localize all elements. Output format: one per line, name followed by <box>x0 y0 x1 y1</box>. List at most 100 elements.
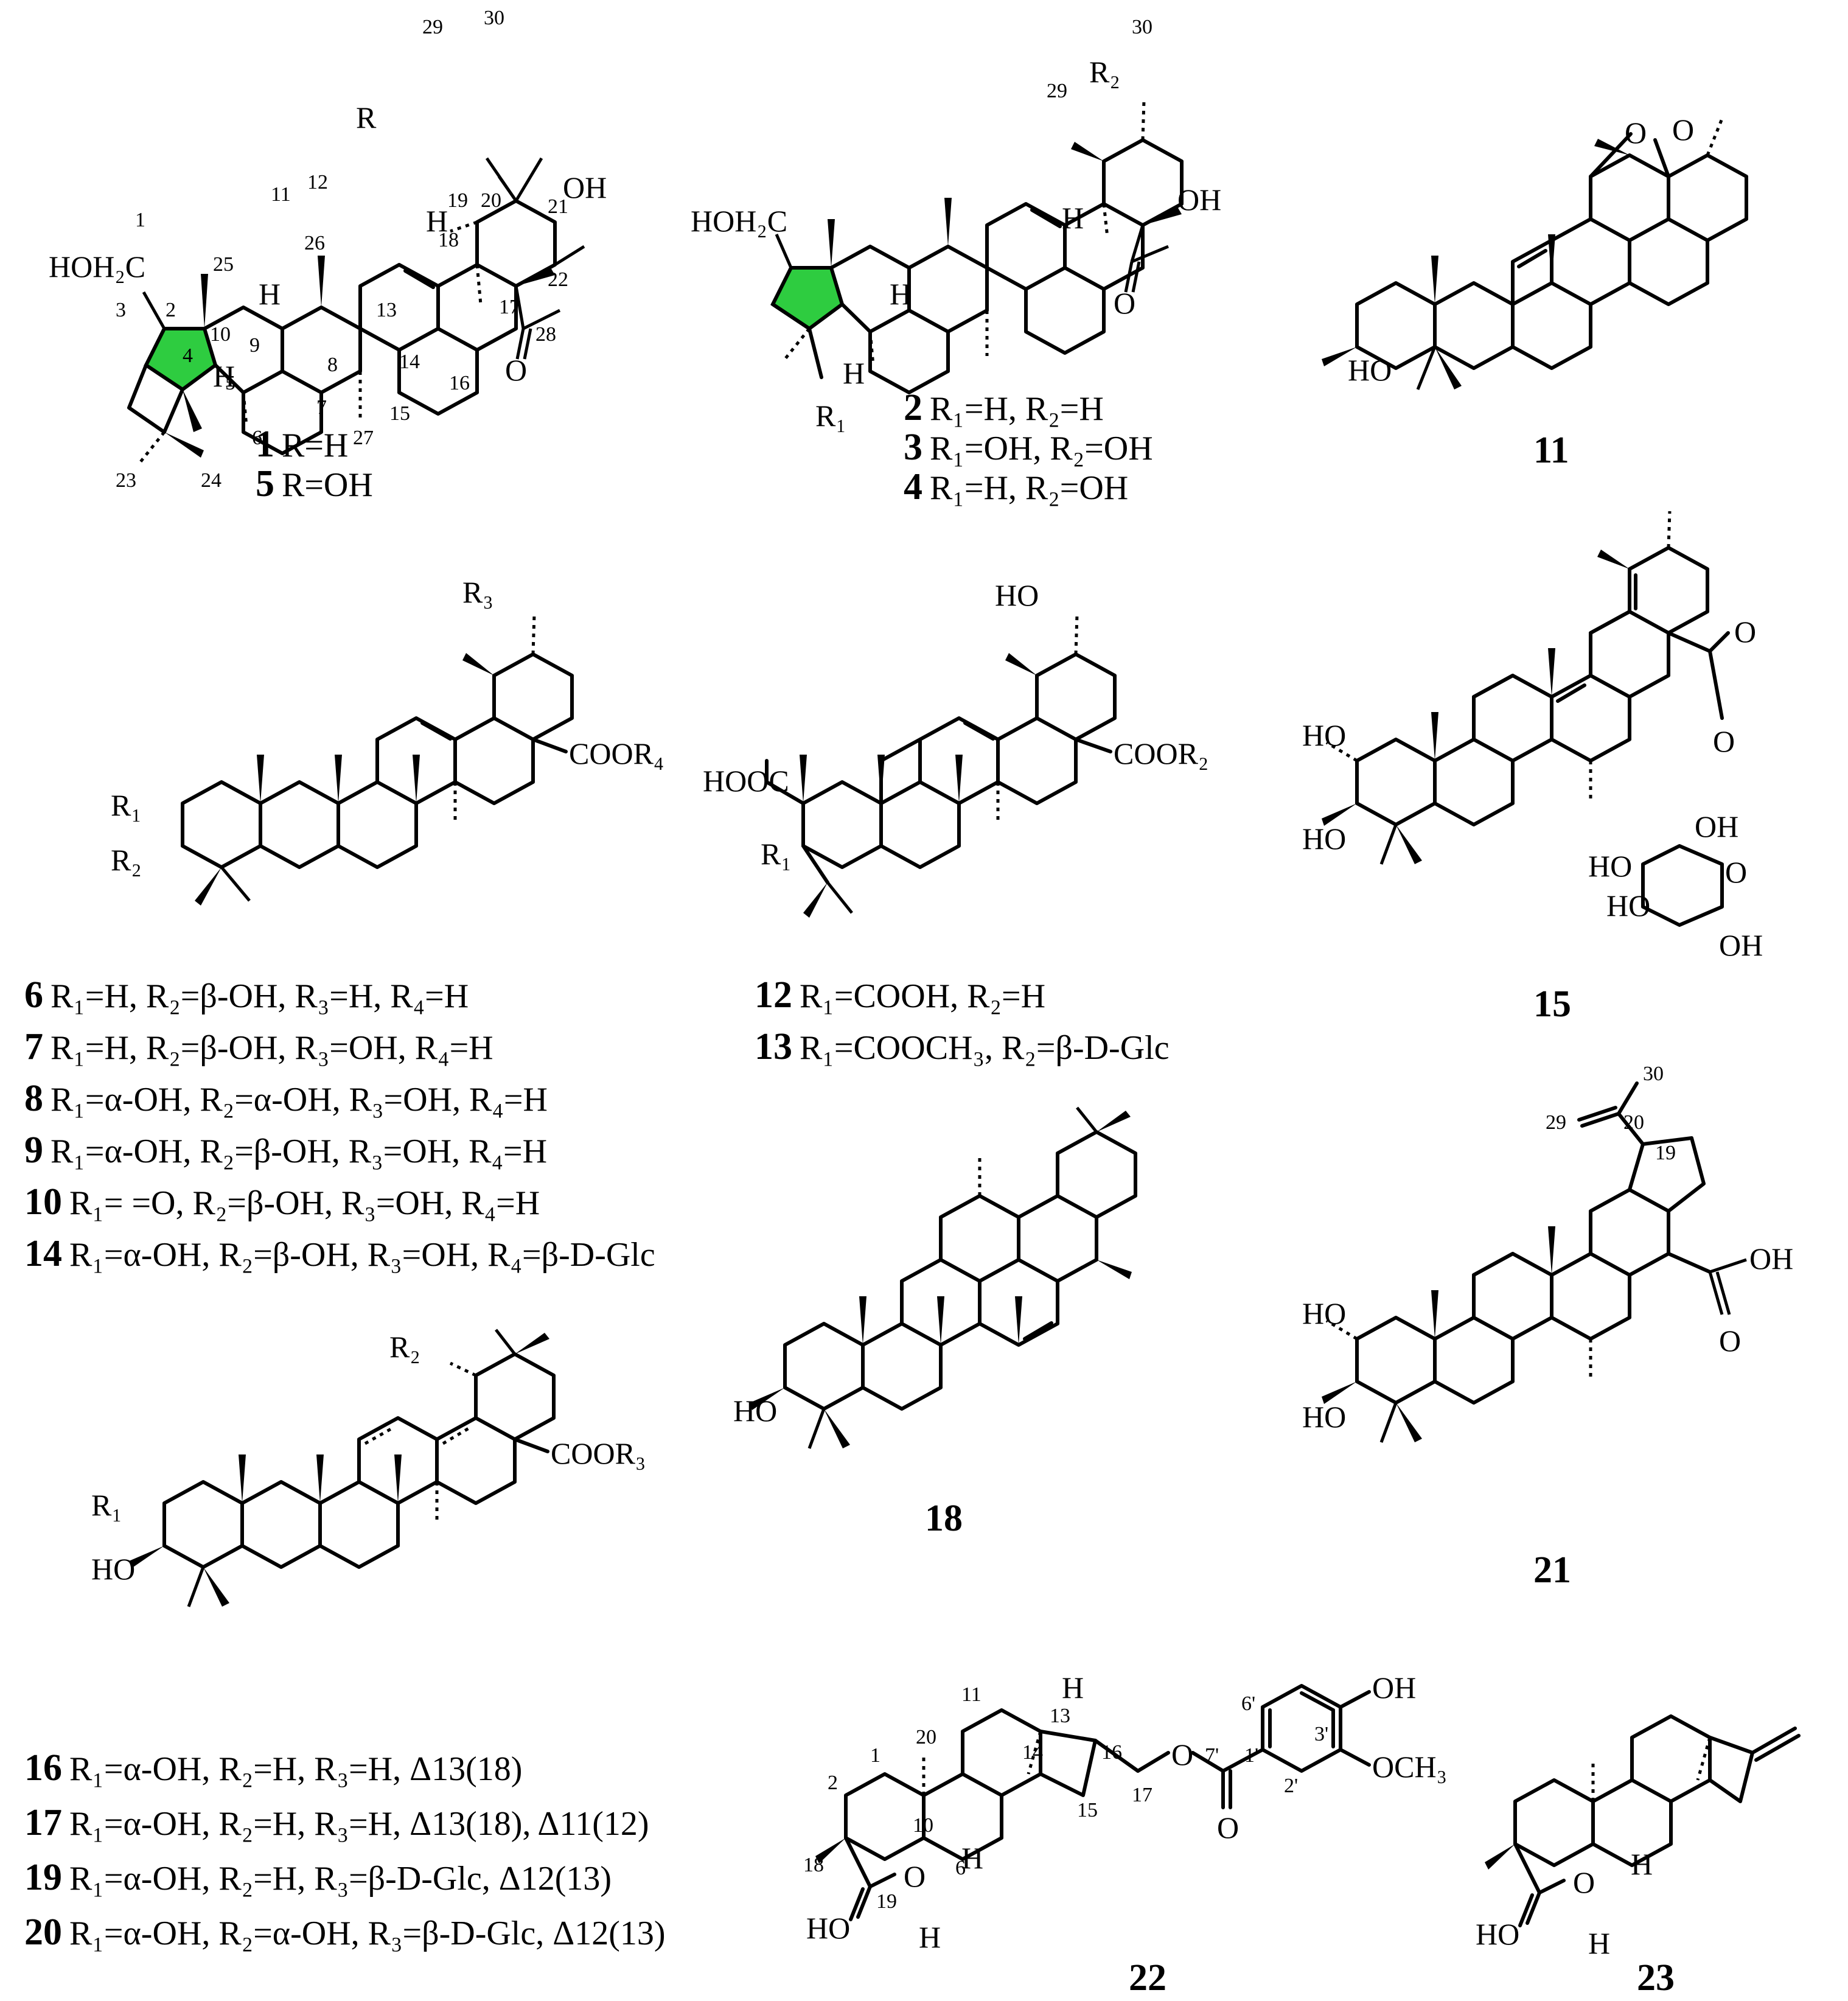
ring-a-highlight <box>144 327 218 392</box>
sub-oh: OH <box>1719 928 1763 962</box>
compound-number: 5 <box>256 463 274 505</box>
sub-o: O <box>1725 855 1747 889</box>
atom-24: 24 <box>201 469 221 492</box>
caption-text: R₁=α-OH, R₂=β-OH, R₃=OH, R₄=H <box>51 1133 547 1170</box>
atom-2: 2 <box>828 1772 838 1794</box>
structure-22: HO O O O OH OCH₃ 1 2 6 10 11 13 14 15 16… <box>803 1671 1447 1999</box>
atom-10: 10 <box>210 323 231 346</box>
atom-17: 17 <box>499 296 520 318</box>
caption-line: 22 <box>1129 1957 1166 1999</box>
h-label: H <box>1062 201 1084 235</box>
sub-o: O <box>1217 1811 1239 1845</box>
sub-hoh2c: HOH₂C <box>691 204 787 238</box>
atom-8: 8 <box>327 354 338 376</box>
h-label: H <box>259 277 281 311</box>
caption-text: R₁=α-OH, R₂=α-OH, R₃=β-D-Glc, Δ12(13) <box>69 1915 666 1952</box>
compound-number: 6 <box>24 974 43 1016</box>
compound-number: 11 <box>1533 430 1569 471</box>
h-label: H <box>426 204 448 238</box>
compound-number: 1 <box>256 424 274 465</box>
atom-20: 20 <box>481 189 501 212</box>
sub-ho: HO <box>1302 1296 1346 1330</box>
caption-line: 15 <box>1533 983 1571 1025</box>
atom-20: 20 <box>916 1726 936 1748</box>
atom-15: 15 <box>389 402 410 425</box>
compound-number: 12 <box>755 974 792 1016</box>
sub-o: O <box>505 353 527 387</box>
sub-o: O <box>1625 116 1647 150</box>
caption-line: 21 <box>1533 1549 1571 1591</box>
compound-number: 16 <box>24 1747 62 1789</box>
sub-o: O <box>1171 1737 1193 1772</box>
atom-27: 27 <box>353 427 374 449</box>
atom-15: 15 <box>1077 1799 1098 1821</box>
compound-number: 10 <box>24 1181 62 1223</box>
atom-6: 6 <box>252 427 262 449</box>
atom-1: 1 <box>135 209 145 231</box>
sub-ho: HO <box>1348 353 1392 387</box>
caption-text: R₁=COOH, R₂=H <box>800 977 1045 1015</box>
atom-14: 14 <box>1022 1741 1043 1764</box>
compound-number: 8 <box>24 1078 43 1119</box>
sub-r1: R₁ <box>815 399 846 433</box>
caption-line: 23 <box>1637 1957 1675 1999</box>
compound-number: 23 <box>1637 1957 1675 1999</box>
caption-text: R₁=α-OH, R₂=β-OH, R₃=OH, R₄=β-D-Glc <box>69 1236 655 1274</box>
atom-20: 20 <box>1623 1111 1644 1134</box>
atom-29: 29 <box>1047 80 1067 102</box>
h-label: H <box>1631 1847 1653 1881</box>
atom-22: 22 <box>548 268 568 291</box>
caption-text: R₁=H, R₂=β-OH, R₃=H, R₄=H <box>51 977 469 1015</box>
compound-number: 21 <box>1533 1549 1571 1591</box>
atom-29: 29 <box>422 16 443 38</box>
compound-number: 22 <box>1129 1957 1166 1999</box>
sub-r2: R₂ <box>1089 55 1120 89</box>
sub-coor2: COOR₂ <box>1114 736 1208 770</box>
atom-30: 30 <box>1643 1063 1664 1085</box>
structure-11: HO O O 11 <box>1322 113 1748 471</box>
h-label: H <box>843 356 865 390</box>
structure-23: HO O H H 23 <box>1476 1714 1801 1999</box>
sub-ho: HO <box>1476 1917 1519 1951</box>
atom-14: 14 <box>399 351 420 373</box>
atom-10: 10 <box>913 1814 933 1837</box>
atom-3prime: 3' <box>1314 1723 1328 1745</box>
structure-15: HO HO O O OH HO HO O OH 15 <box>1302 511 1763 1025</box>
sub-ho: HO <box>91 1552 135 1586</box>
caption-text: R₁=α-OH, R₂=H, R₃=H, Δ13(18) <box>69 1750 522 1788</box>
sub-oh: OH <box>1749 1241 1793 1276</box>
caption-text: R₁= =O, R₂=β-OH, R₃=OH, R₄=H <box>69 1184 540 1222</box>
atom-18: 18 <box>803 1854 824 1876</box>
compound-number: 13 <box>755 1026 792 1067</box>
sub-o: O <box>1719 1324 1741 1358</box>
atom-12: 12 <box>307 171 328 194</box>
atom-11: 11 <box>961 1683 982 1706</box>
atom-23: 23 <box>116 469 136 492</box>
compound-number: 9 <box>24 1130 43 1171</box>
atom-18: 18 <box>438 229 459 251</box>
atom-6prime: 6' <box>1241 1692 1255 1715</box>
caption-text: R=OH <box>282 466 373 504</box>
sub-o: O <box>1734 615 1756 649</box>
structure-18: HO 18 <box>733 1106 1137 1539</box>
atom-1prime: 1' <box>1244 1744 1258 1767</box>
atom-1: 1 <box>870 1744 880 1767</box>
h-label: H <box>890 277 912 311</box>
sub-r2: R₂ <box>389 1330 420 1364</box>
atom-16: 16 <box>1101 1741 1122 1764</box>
caption-line: 18 <box>925 1498 963 1539</box>
sub-ho: HO <box>1606 889 1650 923</box>
atom-4: 4 <box>183 344 193 367</box>
